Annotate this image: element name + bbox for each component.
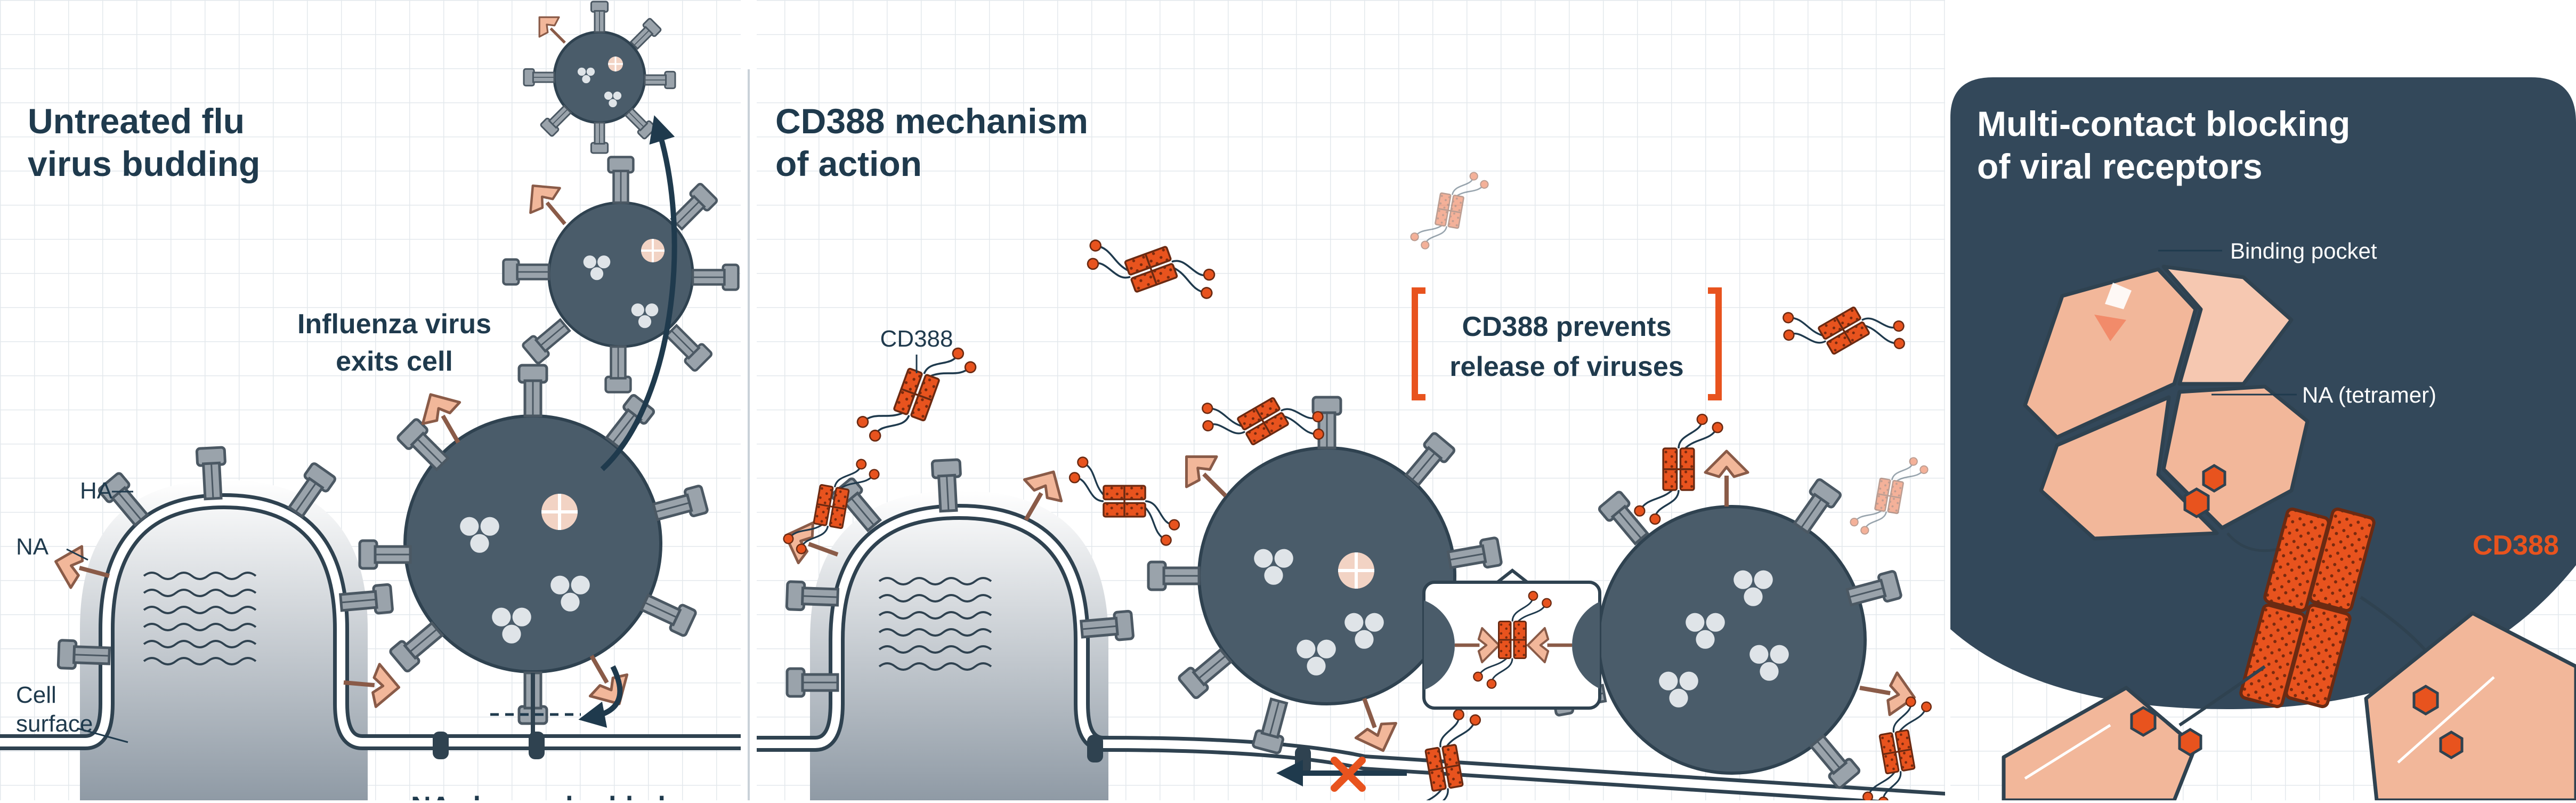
panel1-surface-label-line2: surface	[16, 711, 93, 737]
blocked-x-icon	[1331, 757, 1366, 792]
panel1-na-label: NA	[16, 534, 49, 560]
panel2-callout-line2: release of viruses	[1449, 351, 1683, 382]
na-lower-right	[2364, 611, 2576, 800]
panel1-title-line1: Untreated flu	[28, 101, 245, 141]
cd388-large	[2178, 507, 2432, 727]
panel1-surface-label-line1: Cell	[16, 682, 56, 708]
panel3-na-tetramer-label: NA (tetramer)	[2302, 382, 2436, 407]
na-tetramer	[2023, 264, 2310, 552]
panel1-cleave-caption: NA cleaves budded	[411, 791, 666, 800]
panel1-ha-label: HA	[80, 478, 113, 504]
panel3-title-line2: of viral receptors	[1977, 147, 2263, 186]
panel1-exits-label-line2: exits cell	[336, 346, 453, 377]
cleave-arrow-icon	[578, 665, 623, 728]
panel1-exits-label-line1: Influenza virus	[297, 309, 491, 340]
panel3-cd388-label: CD388	[2473, 530, 2559, 561]
panel-untreated: Untreated flu virus budding Influenza vi…	[0, 0, 741, 800]
release-arrow-icon	[600, 115, 677, 471]
panel1-title-line2: virus budding	[28, 144, 260, 183]
panel2-cd388-label: CD388	[880, 326, 953, 352]
na-lower-left	[2002, 686, 2202, 800]
panel2-title-line1: CD388 mechanism	[775, 101, 1088, 141]
panel2-callout-line1: CD388 prevents	[1462, 311, 1671, 342]
panel3-title-line1: Multi-contact blocking	[1977, 104, 2350, 143]
panel2-title-line2: of action	[775, 144, 922, 183]
callout-bracket	[1412, 287, 1722, 400]
panel3-binding-pocket-label: Binding pocket	[2230, 238, 2377, 263]
panel-multicontact: Multi-contact blocking of viral receptor…	[1950, 77, 2576, 800]
inset-bridge	[1422, 568, 1601, 710]
panel-mechanism: CD388 mechanism of action CD388 CD388 pr…	[757, 0, 1945, 800]
